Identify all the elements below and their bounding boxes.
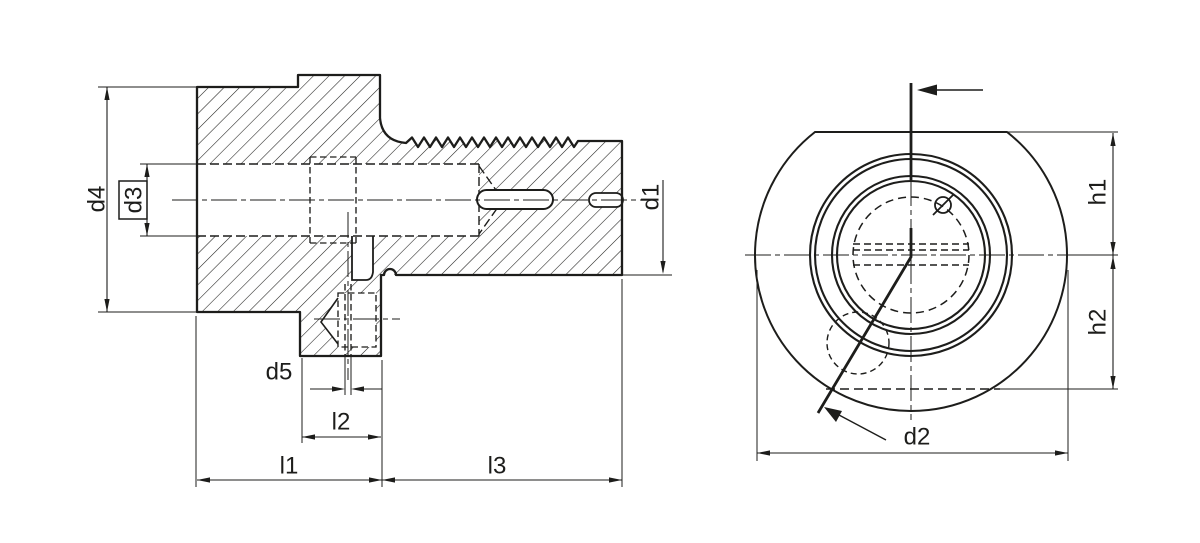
side-section-view: d4 d3 d1 d5 l2 l1 l3 (83, 73, 672, 487)
arrowhead (1110, 242, 1116, 255)
boss-channel-outline (351, 236, 374, 281)
arrowhead (144, 223, 150, 236)
section-arrow-top (917, 84, 983, 96)
face-hole-mark (932, 194, 954, 216)
hatch-region (197, 87, 298, 164)
arrowhead (302, 434, 315, 440)
boss-pocket-hidden (337, 292, 377, 348)
arrowhead (197, 477, 210, 483)
arrowhead (757, 450, 770, 456)
label-d1: d1 (637, 184, 664, 211)
arrowhead (1055, 450, 1068, 456)
ext-line (344, 357, 352, 395)
arrowhead (104, 299, 110, 312)
arrowhead (368, 434, 381, 440)
section-line-bend (816, 228, 913, 414)
front-view: h1 h2 d2 (745, 83, 1118, 461)
label-d4: d4 (83, 186, 110, 213)
arrowhead (1110, 256, 1116, 269)
section-arrow-bottom (824, 407, 887, 441)
side-outer-profile (195, 73, 624, 358)
front-outer-circle (754, 131, 1068, 412)
label-h2: h2 (1084, 309, 1111, 336)
drill-cone-fill (321, 298, 338, 344)
label-l3: l3 (488, 452, 507, 479)
boss-channel-fill (352, 236, 373, 280)
label-l2: l2 (332, 408, 351, 435)
arrowhead (382, 477, 395, 483)
arrowhead (332, 386, 345, 392)
arrowhead (609, 477, 622, 483)
label-d2: d2 (904, 423, 931, 450)
label-d3: d3 (120, 187, 147, 214)
arrowhead (104, 87, 110, 100)
boss-pocket-fill (338, 293, 376, 347)
bore-hidden-circle (852, 196, 970, 314)
drill-cone-outline (320, 297, 339, 345)
arrowhead (1110, 133, 1116, 146)
arrowhead (144, 164, 150, 177)
arrowhead (351, 386, 364, 392)
arrowhead (660, 261, 666, 274)
d5-hole-hidden (344, 284, 352, 356)
arrowhead (369, 477, 382, 483)
label-d5: d5 (266, 358, 293, 385)
keyway-pocket-hidden (309, 156, 357, 244)
d5-hole-hidden-circle (826, 311, 890, 375)
arrowhead (1110, 376, 1116, 389)
label-d3-box (118, 180, 148, 220)
hatch-region (298, 75, 381, 164)
hatch-region (197, 236, 300, 312)
label-h1: h1 (1084, 179, 1111, 206)
label-l1: l1 (280, 452, 299, 479)
